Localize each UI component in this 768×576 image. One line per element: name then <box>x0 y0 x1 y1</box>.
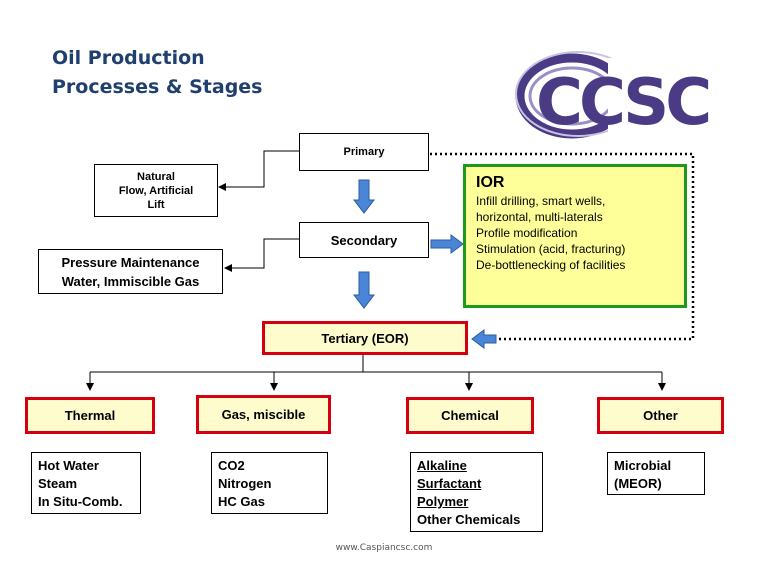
stage-primary: Primary <box>299 133 429 171</box>
ior-item: horizontal, multi-laterals <box>476 210 603 224</box>
category-gas-label: Gas, miscible <box>221 407 306 422</box>
list-item: Nitrogen <box>218 476 272 491</box>
category-thermal-label: Thermal <box>64 408 116 423</box>
primary-note-line-2: Flow, Artificial <box>118 184 194 197</box>
thermal-list: Hot Water Steam In Situ-Comb. <box>31 452 141 514</box>
secondary-note-line-1: Pressure Maintenance <box>61 254 200 270</box>
stage-secondary: Secondary <box>299 222 429 258</box>
list-item-text: Surfactant <box>417 476 482 491</box>
list-item: Steam <box>38 476 78 491</box>
title-line-2: Processes & Stages <box>52 76 263 98</box>
list-item: In Situ-Comb. <box>38 494 123 509</box>
primary-note-line-3: Lift <box>147 198 165 211</box>
primary-note-connector <box>218 150 299 191</box>
list-item-text: Alkaline <box>417 458 467 473</box>
ccsc-logo: CCSC <box>512 48 718 140</box>
category-thermal: Thermal <box>25 397 155 434</box>
footer-url: www.Caspiancsc.com <box>335 543 433 553</box>
stage-tertiary-label: Tertiary (EOR) <box>321 330 409 346</box>
list-item: (MEOR) <box>614 476 662 491</box>
list-item: CO2 <box>218 458 245 473</box>
ior-dotted-connector <box>430 152 695 341</box>
stage-primary-label: Primary <box>343 146 385 158</box>
title-line-1: Oil Production <box>52 47 205 69</box>
primary-note: Natural Flow, Artificial Lift <box>94 164 218 217</box>
ior-item: De-bottlenecking of facilities <box>476 258 626 272</box>
stage-tertiary: Tertiary (EOR) <box>262 321 468 355</box>
primary-note-line-1: Natural <box>137 170 175 183</box>
category-other-label: Other <box>643 408 678 423</box>
list-item: Polymer <box>417 493 542 511</box>
left-arrow-ior-tertiary <box>471 329 497 349</box>
list-item: Microbial <box>614 458 672 473</box>
category-chemical: Chemical <box>406 397 534 434</box>
down-arrow-secondary-tertiary <box>352 271 376 309</box>
list-item: Hot Water <box>38 458 99 473</box>
category-gas-miscible: Gas, miscible <box>196 395 331 434</box>
list-item: Alkaline <box>417 457 542 475</box>
ior-item: Infill drilling, smart wells, <box>476 194 606 208</box>
down-arrow-primary-secondary <box>352 179 376 214</box>
ior-box: IOR Infill drilling, smart wells, horizo… <box>463 164 687 308</box>
chemical-list: Alkaline Surfactant Polymer Other Chemic… <box>410 452 543 532</box>
stage-secondary-label: Secondary <box>330 232 398 248</box>
category-other: Other <box>597 397 724 434</box>
category-chemical-label: Chemical <box>441 408 499 423</box>
secondary-note: Pressure Maintenance Water, Immiscible G… <box>38 249 223 294</box>
list-item: HC Gas <box>218 494 265 509</box>
list-item: Other Chemicals <box>417 512 521 527</box>
list-item: Surfactant <box>417 475 542 493</box>
ior-item: Stimulation (acid, fracturing) <box>476 242 626 256</box>
right-arrow-secondary-ior <box>430 234 464 254</box>
gas-list: CO2 Nitrogen HC Gas <box>211 452 328 514</box>
secondary-note-connector <box>224 238 299 272</box>
ior-item: Profile modification <box>476 226 578 240</box>
list-item-text: Polymer <box>417 494 469 509</box>
secondary-note-line-2: Water, Immiscible Gas <box>61 273 200 289</box>
svg-text:CCSC: CCSC <box>536 66 708 140</box>
page-title: Oil Production Processes & Stages <box>52 44 263 102</box>
other-list: Microbial (MEOR) <box>607 452 705 495</box>
ior-heading: IOR <box>476 174 505 191</box>
